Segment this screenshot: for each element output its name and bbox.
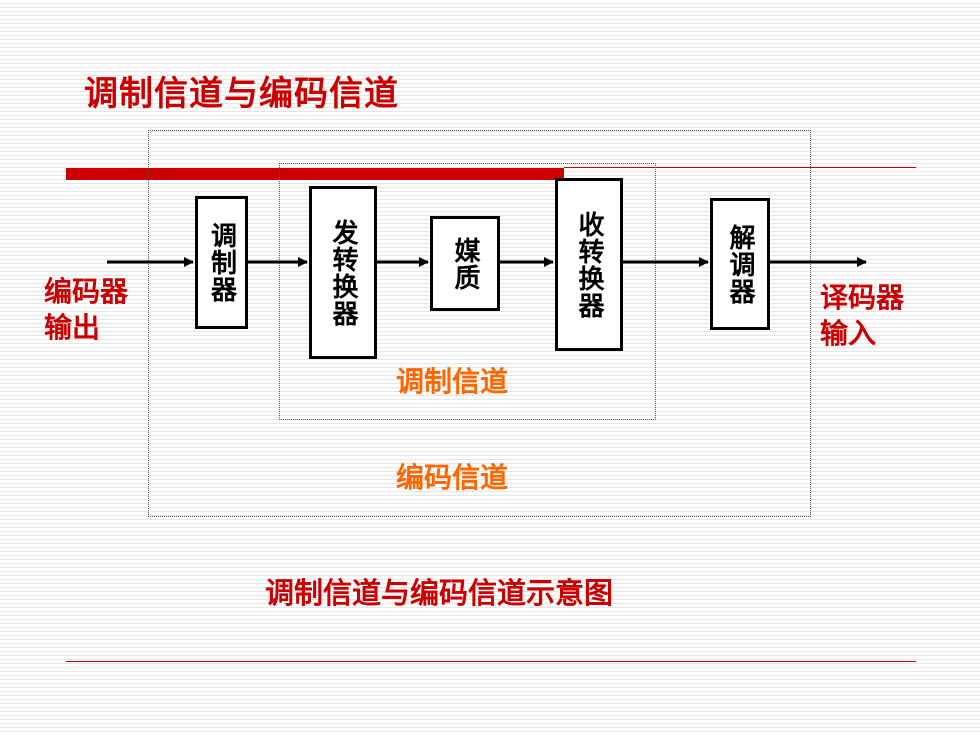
transmit-converter-block: 发转换器: [309, 186, 377, 359]
demodulator-label: 解调器: [725, 223, 755, 305]
footer-line: [66, 661, 916, 662]
encoder-output-line1: 编码器: [44, 275, 129, 308]
modulator-label: 调制器: [206, 222, 237, 303]
page-title: 调制信道与编码信道: [84, 74, 399, 114]
modulation-channel-label: 调制信道: [396, 365, 509, 398]
medium-label: 媒质: [450, 236, 480, 291]
transmit-converter-label: 发转换器: [328, 218, 358, 327]
decoder-input-label: 译码器 输入: [820, 280, 904, 352]
modulation-channel-frame: [279, 163, 656, 420]
modulator-block: 调制器: [195, 196, 248, 329]
receive-converter-label: 收转换器: [574, 210, 604, 319]
coding-channel-frame: [148, 130, 811, 517]
encoder-output-label: 编码器 输出: [44, 274, 128, 346]
coding-channel-label: 编码信道: [396, 461, 509, 494]
decoder-input-line1: 译码器: [820, 281, 905, 314]
decoder-input-line2: 输入: [820, 317, 877, 350]
figure-caption: 调制信道与编码信道示意图: [265, 576, 614, 610]
title-underline-thin: [564, 167, 916, 168]
demodulator-block: 解调器: [710, 198, 770, 330]
encoder-output-line2: 输出: [44, 311, 101, 344]
title-underline-bar: [66, 168, 564, 180]
medium-block: 媒质: [430, 216, 500, 311]
receive-converter-block: 收转换器: [555, 178, 623, 351]
